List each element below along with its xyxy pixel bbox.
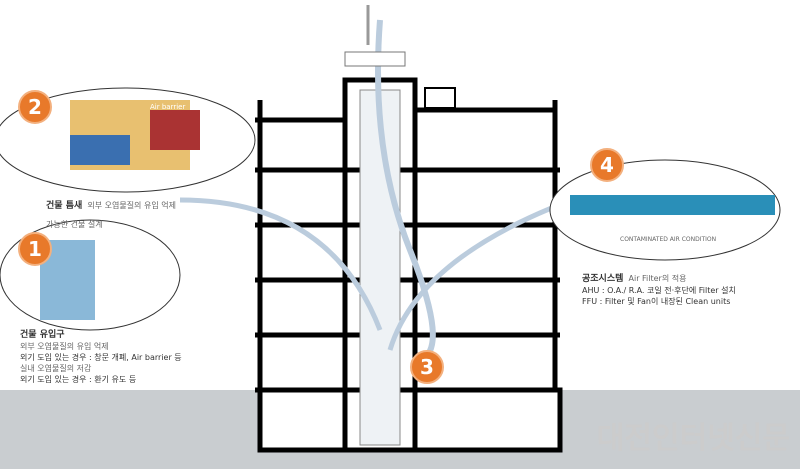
- watermark: 대전인터넷신문: [596, 421, 790, 456]
- callout-4-text: 공조시스템 Air Filter의 적용 AHU : O.A./ R.A. 코일…: [582, 274, 736, 306]
- basement: [257, 387, 563, 453]
- callout-1-text: 건물 유입구 외부 오염물질의 유입 억제 외기 도입 있는 경우 : 창문 개…: [20, 330, 182, 384]
- rooftop-unit: [424, 87, 456, 109]
- badge-4: 4: [590, 148, 624, 182]
- badge-2: 2: [18, 90, 52, 124]
- badge-1: 1: [18, 232, 52, 266]
- air-barrier-label: Air barrier: [150, 103, 186, 111]
- badge-3: 3: [410, 350, 444, 384]
- callout-2-text: 건물 틈새 외부 오염물질의 유입 억제 가능한 건물 설계: [46, 201, 176, 229]
- airflow: [375, 19, 436, 363]
- contaminated-air-label: CONTAMINATED AIR CONDITION: [620, 236, 717, 243]
